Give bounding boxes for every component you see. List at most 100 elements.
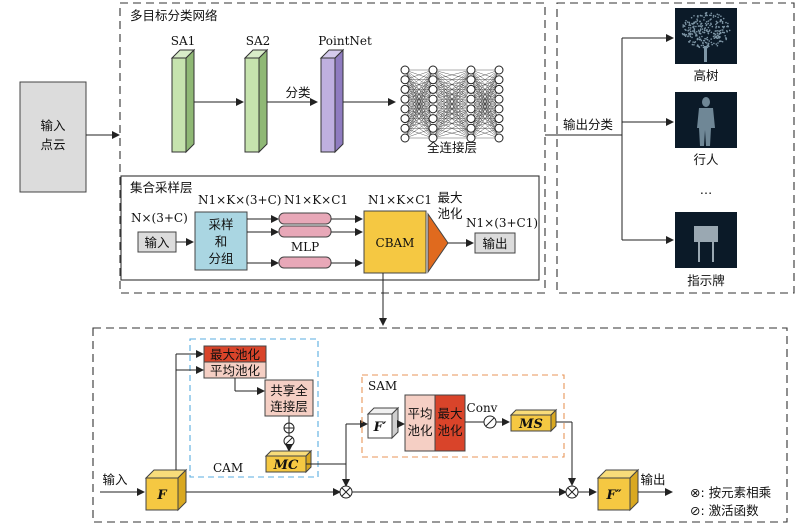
fc-node <box>466 123 476 133</box>
fc-node <box>466 133 476 143</box>
maxpool-label-2: 池化 <box>437 206 463 221</box>
cam-label: CAM <box>213 461 243 475</box>
pedestrian-pointcloud-image <box>675 92 737 148</box>
sample-group-box <box>194 211 248 271</box>
fc-node <box>400 123 410 133</box>
input-pointcloud-label-1: 输入 <box>40 118 66 133</box>
fc-node <box>428 94 438 104</box>
class-pedestrian-label: 行人 <box>693 152 719 167</box>
tree-point <box>718 30 721 32</box>
tree-point <box>705 38 707 40</box>
tree-point <box>693 44 695 46</box>
fc-edge <box>470 108 500 139</box>
cam-maxpool-label: 最大池化 <box>210 347 261 362</box>
fc-edge <box>432 99 472 139</box>
fc-edge <box>404 108 434 139</box>
tree-point <box>705 21 708 23</box>
sam-avgpool-label-1: 平均 <box>407 406 432 421</box>
tree-point <box>700 26 703 28</box>
tree-point <box>703 31 705 34</box>
tree-point <box>727 22 729 25</box>
f-prime-label: F′ <box>373 420 387 435</box>
sam-maxpool-label-1: 最大 <box>437 406 462 421</box>
fc-edge <box>470 79 500 139</box>
tree-point <box>704 22 707 25</box>
tree-point <box>706 14 708 17</box>
tree-point <box>706 29 708 31</box>
legend-multiply: ⊗: 按元素相乘 <box>690 485 772 500</box>
f-prime-block <box>366 406 400 440</box>
shared-fc-label-2: 连接层 <box>270 399 308 414</box>
tree-point <box>689 35 692 38</box>
tree-point <box>696 20 699 22</box>
tree-point <box>696 38 699 41</box>
tree-point <box>698 31 701 33</box>
fc-edge <box>404 69 434 100</box>
shape1-label: N1×K×(3+C) <box>198 193 281 207</box>
tree-point <box>715 30 717 32</box>
pointnet-label: PointNet <box>318 34 372 48</box>
tree-point <box>701 25 704 27</box>
tree-point <box>725 38 727 41</box>
sample-group-label-2: 和 <box>215 234 228 249</box>
fc-edge <box>470 89 500 139</box>
tree-point <box>697 25 700 27</box>
tree-point <box>701 28 704 30</box>
tree-point <box>715 23 717 26</box>
classification-network-frame <box>119 2 546 294</box>
fc-node <box>494 123 504 133</box>
tree-point <box>691 36 693 39</box>
f-double-prime-label: F″ <box>605 488 621 503</box>
tree-point <box>682 24 684 26</box>
tree-point <box>715 25 718 28</box>
tree-point <box>716 32 719 34</box>
f-block <box>144 468 188 512</box>
tree-point <box>702 44 705 47</box>
mc-label: MC <box>273 458 299 473</box>
input-pointcloud-box <box>19 81 87 193</box>
tree-point <box>691 43 694 46</box>
tree-point <box>695 33 697 35</box>
tree-point <box>716 44 719 47</box>
fc-edge <box>404 69 434 139</box>
fc-node <box>466 84 476 94</box>
tree-point <box>707 30 709 33</box>
tree-point <box>728 29 731 32</box>
fc-edge <box>404 89 434 139</box>
network-title: 多目标分类网络 <box>130 8 218 23</box>
fc-node <box>428 104 438 114</box>
tree-point <box>691 33 694 35</box>
fc-edge <box>470 69 500 80</box>
mlp-bar-2 <box>278 225 332 238</box>
tree-point <box>724 35 726 37</box>
tree-point <box>702 41 704 44</box>
tree-point <box>690 16 693 19</box>
fc-node <box>494 75 504 85</box>
tree-point <box>700 39 703 42</box>
tree-point <box>715 43 718 45</box>
tree-point <box>699 14 702 17</box>
tree-point <box>712 16 715 18</box>
fc-edge <box>470 69 500 109</box>
tree-point <box>721 22 724 25</box>
output-classify-label: 输出分类 <box>563 117 614 132</box>
tree-point <box>721 29 723 31</box>
output-frame <box>556 2 795 294</box>
fc-node <box>494 84 504 94</box>
tree-point <box>699 20 701 23</box>
tree-point <box>689 29 691 31</box>
sa1-block <box>170 48 196 154</box>
tree-point <box>719 31 722 34</box>
cbam-output-label: 输出 <box>640 472 665 487</box>
tree-point <box>717 16 719 19</box>
tree-point <box>699 29 702 32</box>
tree-point <box>719 19 722 21</box>
tree-point <box>695 20 697 23</box>
tree-point <box>707 32 710 34</box>
fc-node <box>428 133 438 143</box>
tree-point <box>722 17 725 20</box>
tree-point <box>689 30 692 33</box>
tree-point <box>708 40 711 42</box>
fc-edge <box>404 69 434 80</box>
